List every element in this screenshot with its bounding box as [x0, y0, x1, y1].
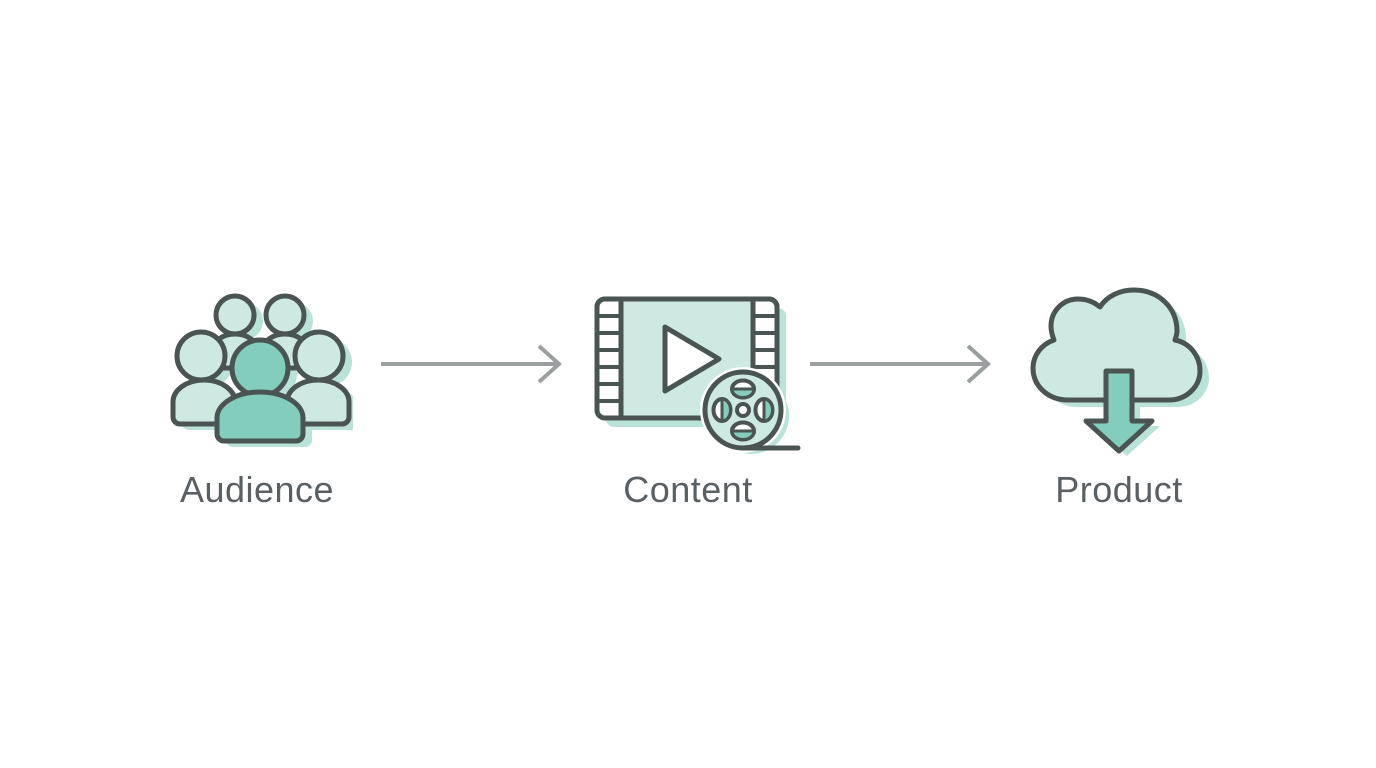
people-group-icon: [170, 293, 353, 447]
film-video-icon: [594, 296, 801, 454]
node-label-audience: Audience: [179, 469, 335, 510]
node-label-content: Content: [623, 469, 753, 510]
arrow-right-icon: [381, 344, 562, 384]
cloud-download-icon-main: [1030, 287, 1203, 454]
people-group-icon-main: [170, 293, 352, 444]
node-label-product: Product: [1055, 469, 1183, 510]
film-video-icon-main: [594, 296, 801, 453]
arrow-right-icon: [810, 344, 991, 384]
cloud-download-icon: [1030, 287, 1209, 456]
